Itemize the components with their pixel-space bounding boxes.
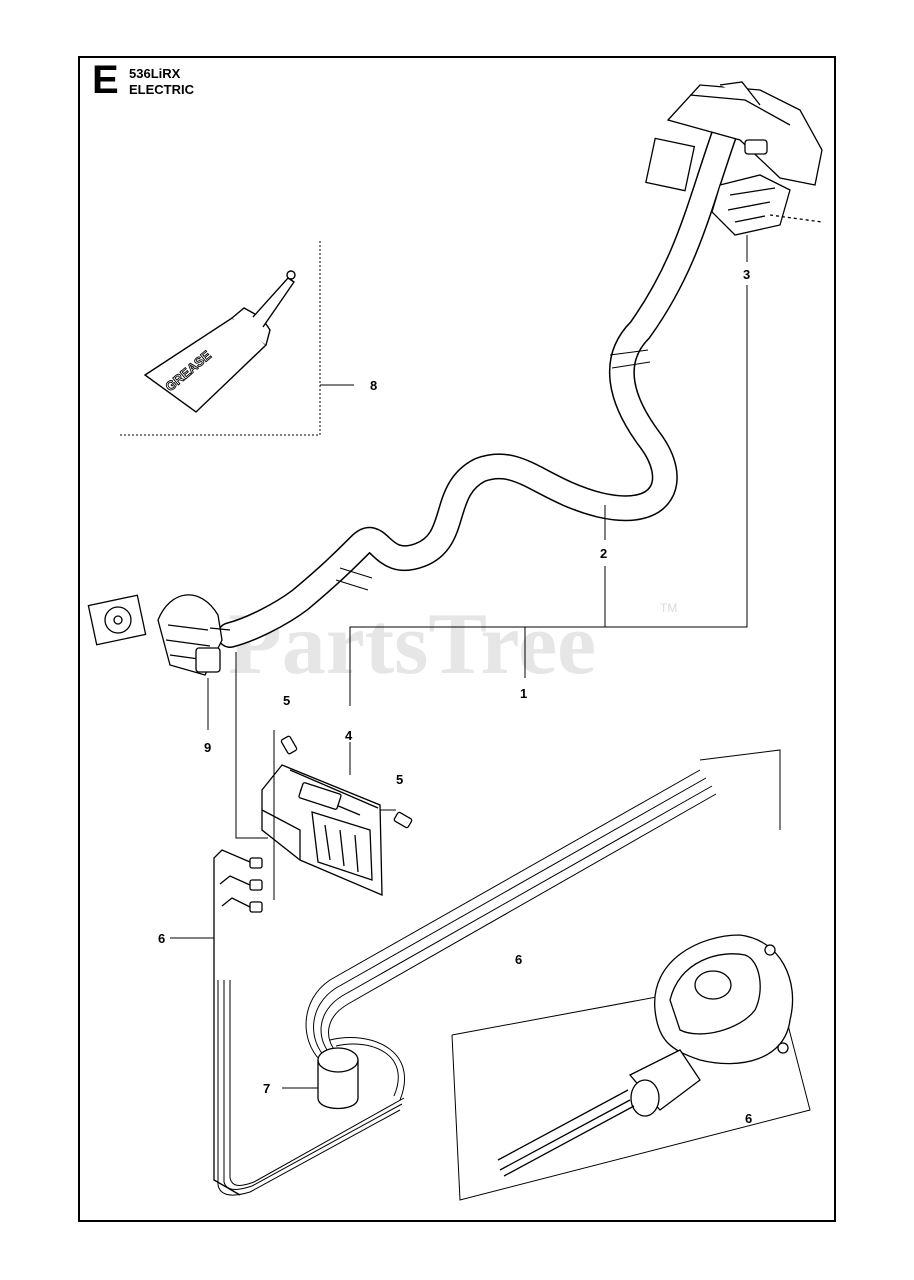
model-title: 536LiRX ELECTRIC: [129, 66, 194, 98]
callout-8: 8: [370, 378, 377, 393]
section-name: ELECTRIC: [129, 82, 194, 97]
page-frame: [78, 56, 836, 1222]
callout-6b: 6: [515, 952, 522, 967]
leader-3b: [605, 285, 748, 628]
callout-4: 4: [345, 728, 353, 743]
leader-9-bracket: [235, 652, 268, 839]
terminal-leads: [213, 849, 263, 1196]
grease-tube: GREASE: [120, 240, 321, 436]
callout-6a: 6: [158, 931, 165, 946]
callout-5a: 5: [283, 693, 290, 708]
callout-2: 2: [600, 546, 607, 561]
watermark-tm: TM: [660, 601, 677, 615]
fan-assembly: [87, 594, 231, 676]
section-letter: E: [92, 58, 119, 102]
motor-housing: [497, 934, 794, 1177]
callout-3: 3: [743, 267, 750, 282]
leader-1-bracket: [349, 626, 605, 706]
model-name: 536LiRX: [129, 66, 181, 81]
cable-detail-box: [699, 749, 781, 830]
callout-7: 7: [263, 1081, 270, 1096]
wire-harness: [217, 105, 743, 648]
callout-9: 9: [204, 740, 211, 755]
callout-5b: 5: [396, 772, 403, 787]
callout-6c: 6: [745, 1111, 752, 1126]
handle-switch: [645, 81, 823, 236]
ferrite-core: [317, 1047, 359, 1110]
circuit-board: [261, 735, 413, 896]
callout-1: 1: [520, 686, 527, 701]
